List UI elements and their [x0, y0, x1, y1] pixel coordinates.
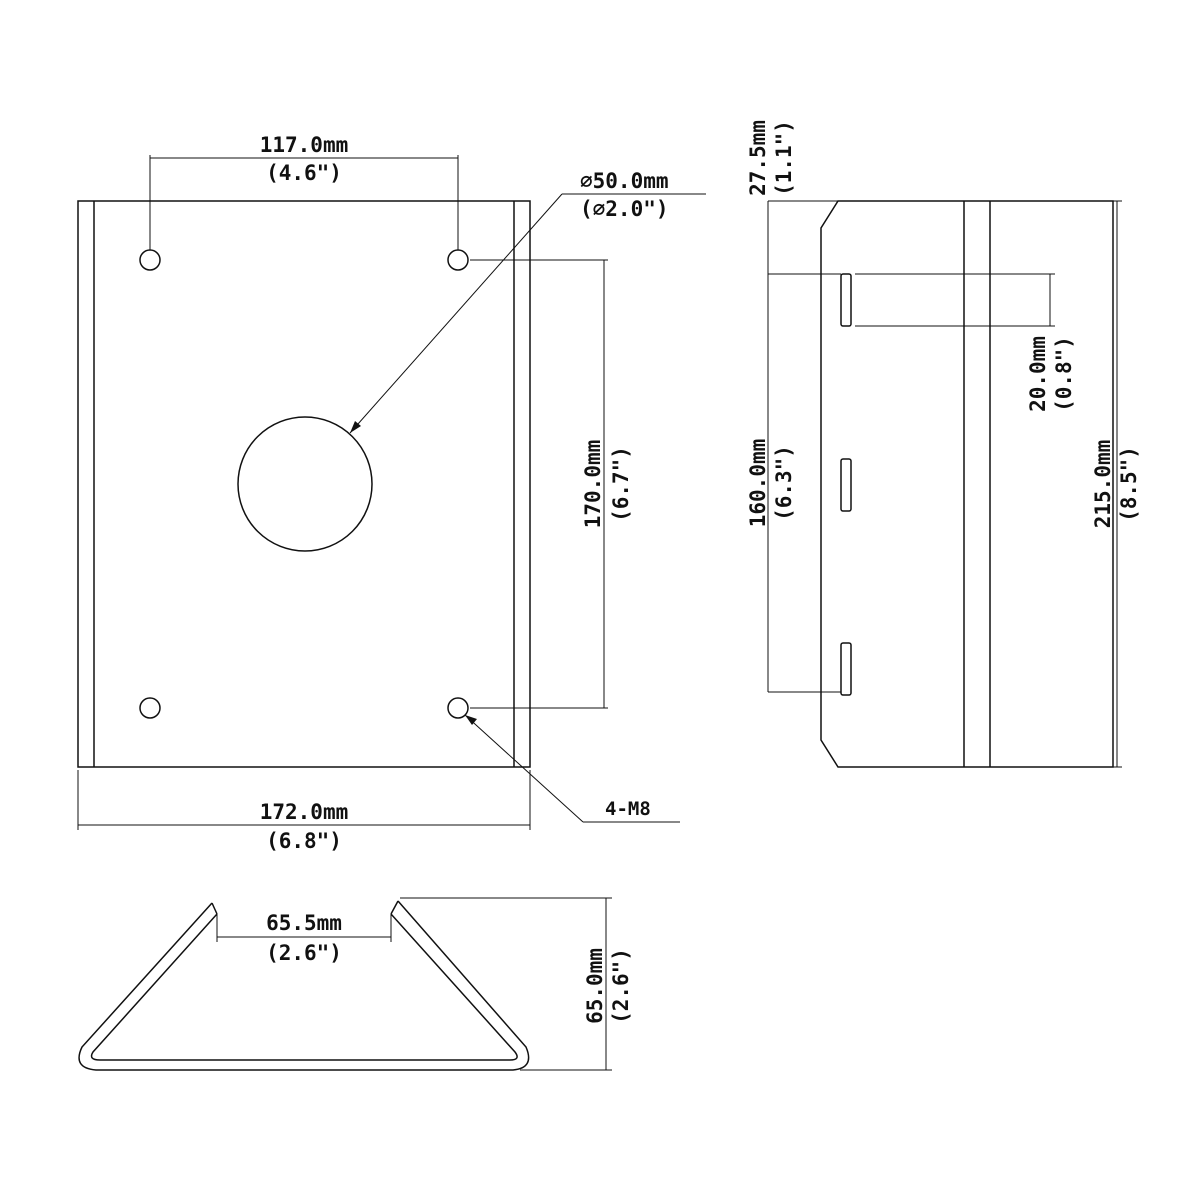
side-view	[820, 200, 1114, 768]
dim-plate-width-inch: (6.8")	[266, 829, 342, 853]
dim-inner-width-mm: 65.5mm	[266, 911, 342, 935]
dim-hole-spacing: 117.0mm (4.6")	[149, 133, 459, 250]
screw-callout: 4-M8	[464, 714, 680, 823]
dim-hole-spacing-mm: 117.0mm	[260, 133, 349, 157]
dim-slot-length-mm: 20.0mm	[1026, 336, 1050, 412]
dim-vertical-hole-spacing-mm: 170.0mm	[581, 440, 605, 529]
front-plate-outline	[77, 200, 531, 768]
dim-slot-length: 20.0mm (0.8")	[855, 273, 1076, 412]
dim-top-offset-mm: 27.5mm	[746, 120, 770, 196]
dim-slot-spacing-inch: (6.3")	[772, 445, 796, 521]
dim-slot-length-inch: (0.8")	[1052, 336, 1076, 412]
mount-hole-top-right	[447, 249, 469, 271]
top-profile-inner	[90, 913, 518, 1061]
mount-hole-bottom-right	[447, 697, 469, 719]
dim-vertical-hole-spacing: 170.0mm (6.7")	[470, 259, 633, 709]
dim-depth-mm: 65.0mm	[583, 948, 607, 1024]
dim-side-height: 215.0mm (8.5")	[1091, 200, 1141, 768]
side-slot-bottom	[840, 642, 852, 696]
dim-vertical-hole-spacing-inch: (6.7")	[609, 446, 633, 522]
dim-top-offset: 27.5mm (1.1")	[746, 120, 838, 274]
dim-side-height-mm: 215.0mm	[1091, 440, 1115, 529]
screw-label: 4-M8	[605, 798, 651, 820]
dim-side-height-inch: (8.5")	[1117, 446, 1141, 522]
dim-inner-width: 65.5mm (2.6")	[216, 911, 392, 965]
dim-hole-diameter: ∅50.0mm (∅2.0")	[349, 169, 706, 434]
top-view	[78, 900, 530, 1071]
top-profile-outer	[78, 900, 530, 1071]
side-slot-middle	[840, 458, 852, 512]
dim-hole-diameter-inch: (∅2.0")	[580, 197, 669, 221]
dim-plate-width: 172.0mm (6.8")	[77, 770, 531, 853]
dim-top-offset-inch: (1.1")	[772, 120, 796, 196]
cable-hole	[237, 416, 373, 552]
mount-hole-bottom-left	[139, 697, 161, 719]
mount-hole-top-left	[139, 249, 161, 271]
dim-slot-spacing-mm: 160.0mm	[746, 439, 770, 528]
front-view	[77, 200, 531, 768]
dim-hole-diameter-mm: ∅50.0mm	[580, 169, 669, 193]
side-profile-outline	[820, 200, 1114, 768]
dim-plate-width-mm: 172.0mm	[260, 800, 349, 824]
dim-depth: 65.0mm (2.6")	[400, 897, 633, 1071]
dim-depth-inch: (2.6")	[609, 948, 633, 1024]
dim-slot-spacing: 160.0mm (6.3")	[746, 273, 841, 693]
dim-inner-width-inch: (2.6")	[266, 941, 342, 965]
side-slot-top	[840, 273, 852, 327]
dim-hole-spacing-inch: (4.6")	[266, 161, 342, 185]
